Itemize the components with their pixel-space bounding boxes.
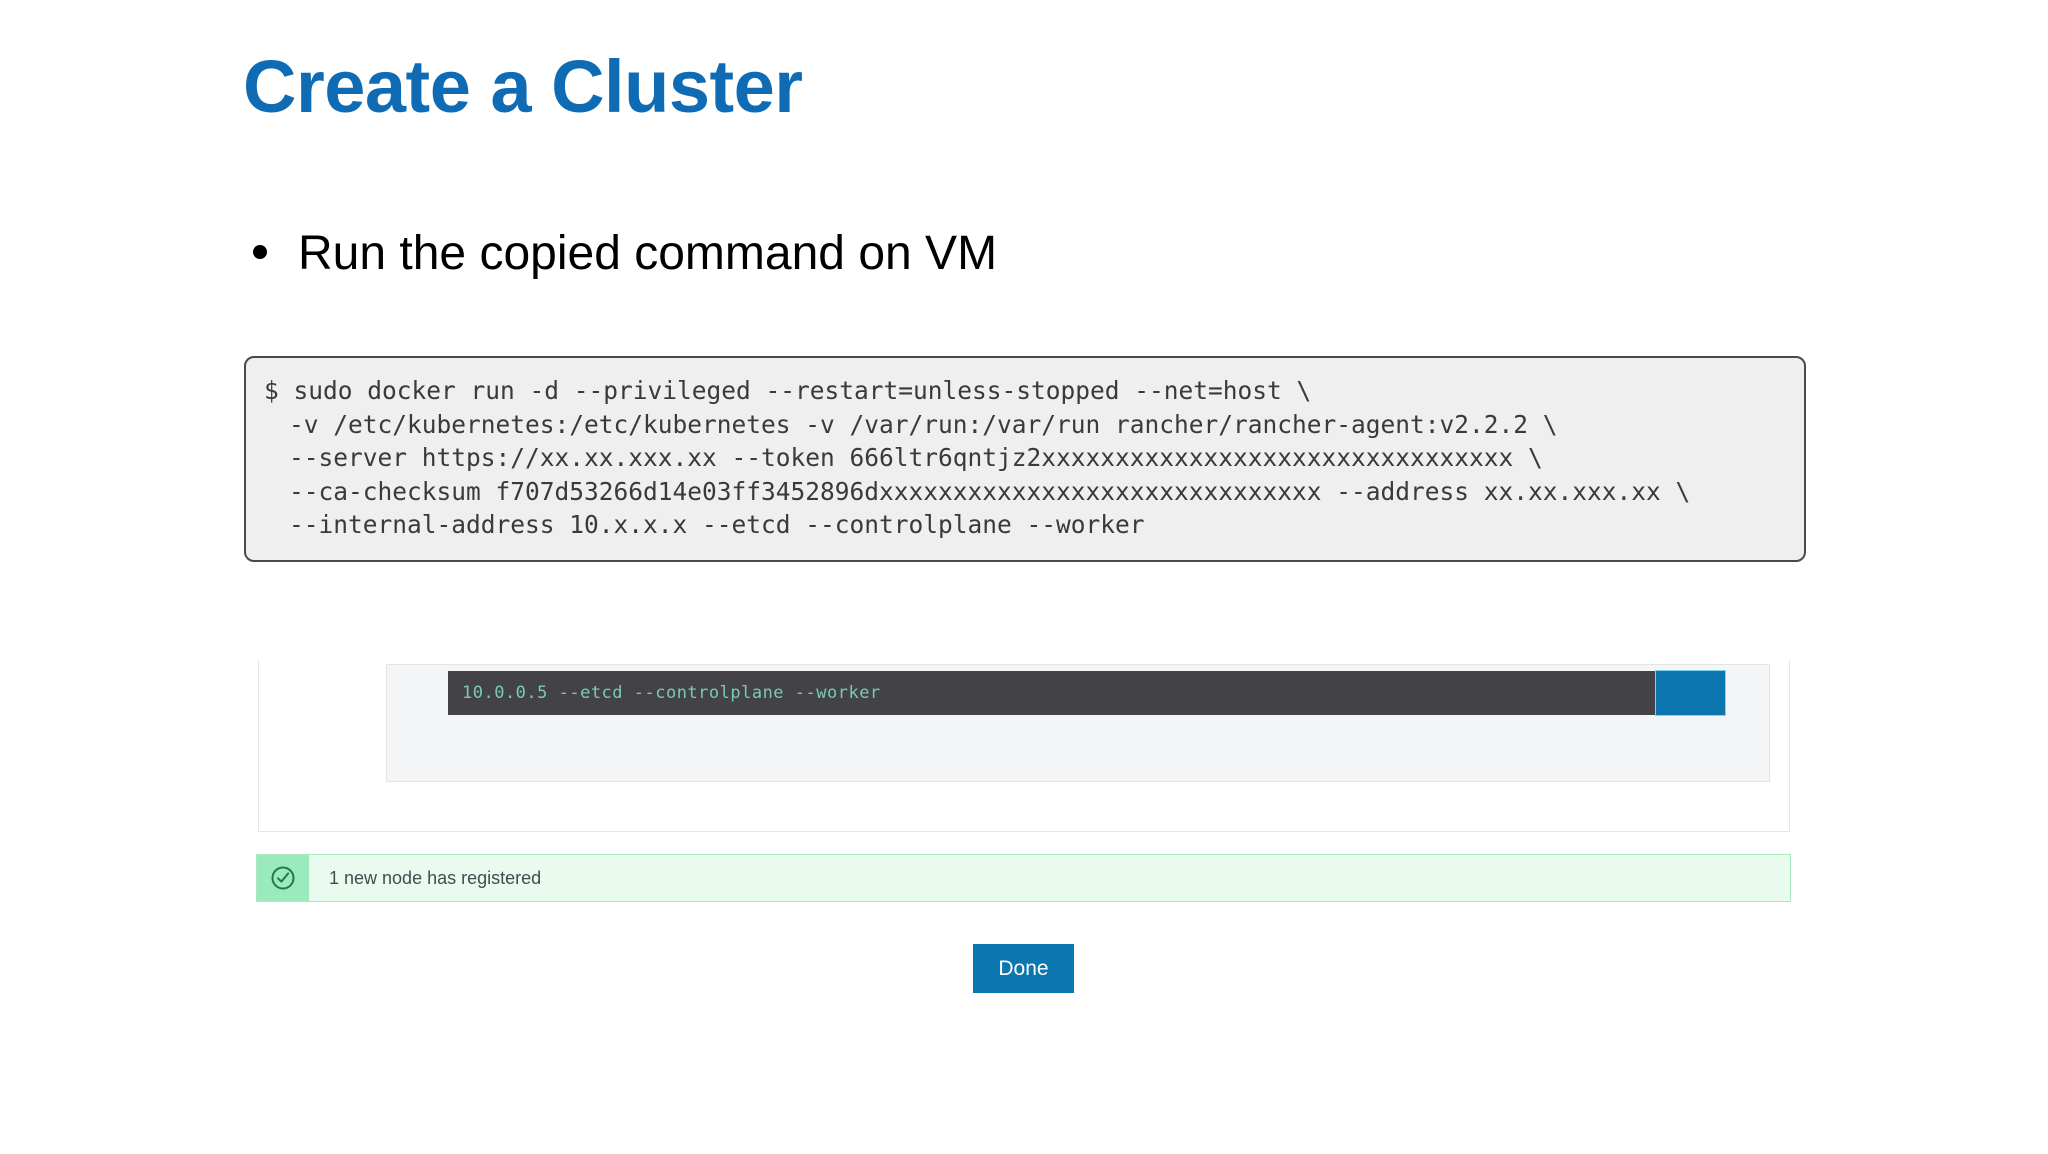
registration-command-terminal: 10.0.0.5 --etcd --controlplane --worker <box>448 671 1726 715</box>
bullet-dot-icon <box>253 245 267 259</box>
bullet-item-label: Run the copied command on VM <box>298 227 998 280</box>
code-line: --internal-address 10.x.x.x --etcd --con… <box>289 510 1145 539</box>
status-banner: 1 new node has registered <box>256 854 1791 902</box>
done-button[interactable]: Done <box>973 944 1074 993</box>
code-line: $ sudo docker run -d --privileged --rest… <box>264 376 1312 405</box>
status-banner-message: 1 new node has registered <box>329 867 542 888</box>
copy-to-clipboard-button[interactable] <box>1655 670 1726 716</box>
bullet-list-item: Run the copied command on VM <box>253 227 998 281</box>
code-line: --ca-checksum f707d53266d14e03ff3452896d… <box>289 476 1691 506</box>
code-line: -v /etc/kubernetes:/etc/kubernetes -v /v… <box>289 409 1558 439</box>
terminal-command-text: 10.0.0.5 --etcd --controlplane --worker <box>462 683 881 703</box>
code-line: --server https://xx.xx.xxx.xx --token 66… <box>289 443 1543 472</box>
code-block: $ sudo docker run -d --privileged --rest… <box>244 356 1806 562</box>
page-title: Create a Cluster <box>243 45 803 128</box>
check-circle-icon <box>257 855 309 901</box>
